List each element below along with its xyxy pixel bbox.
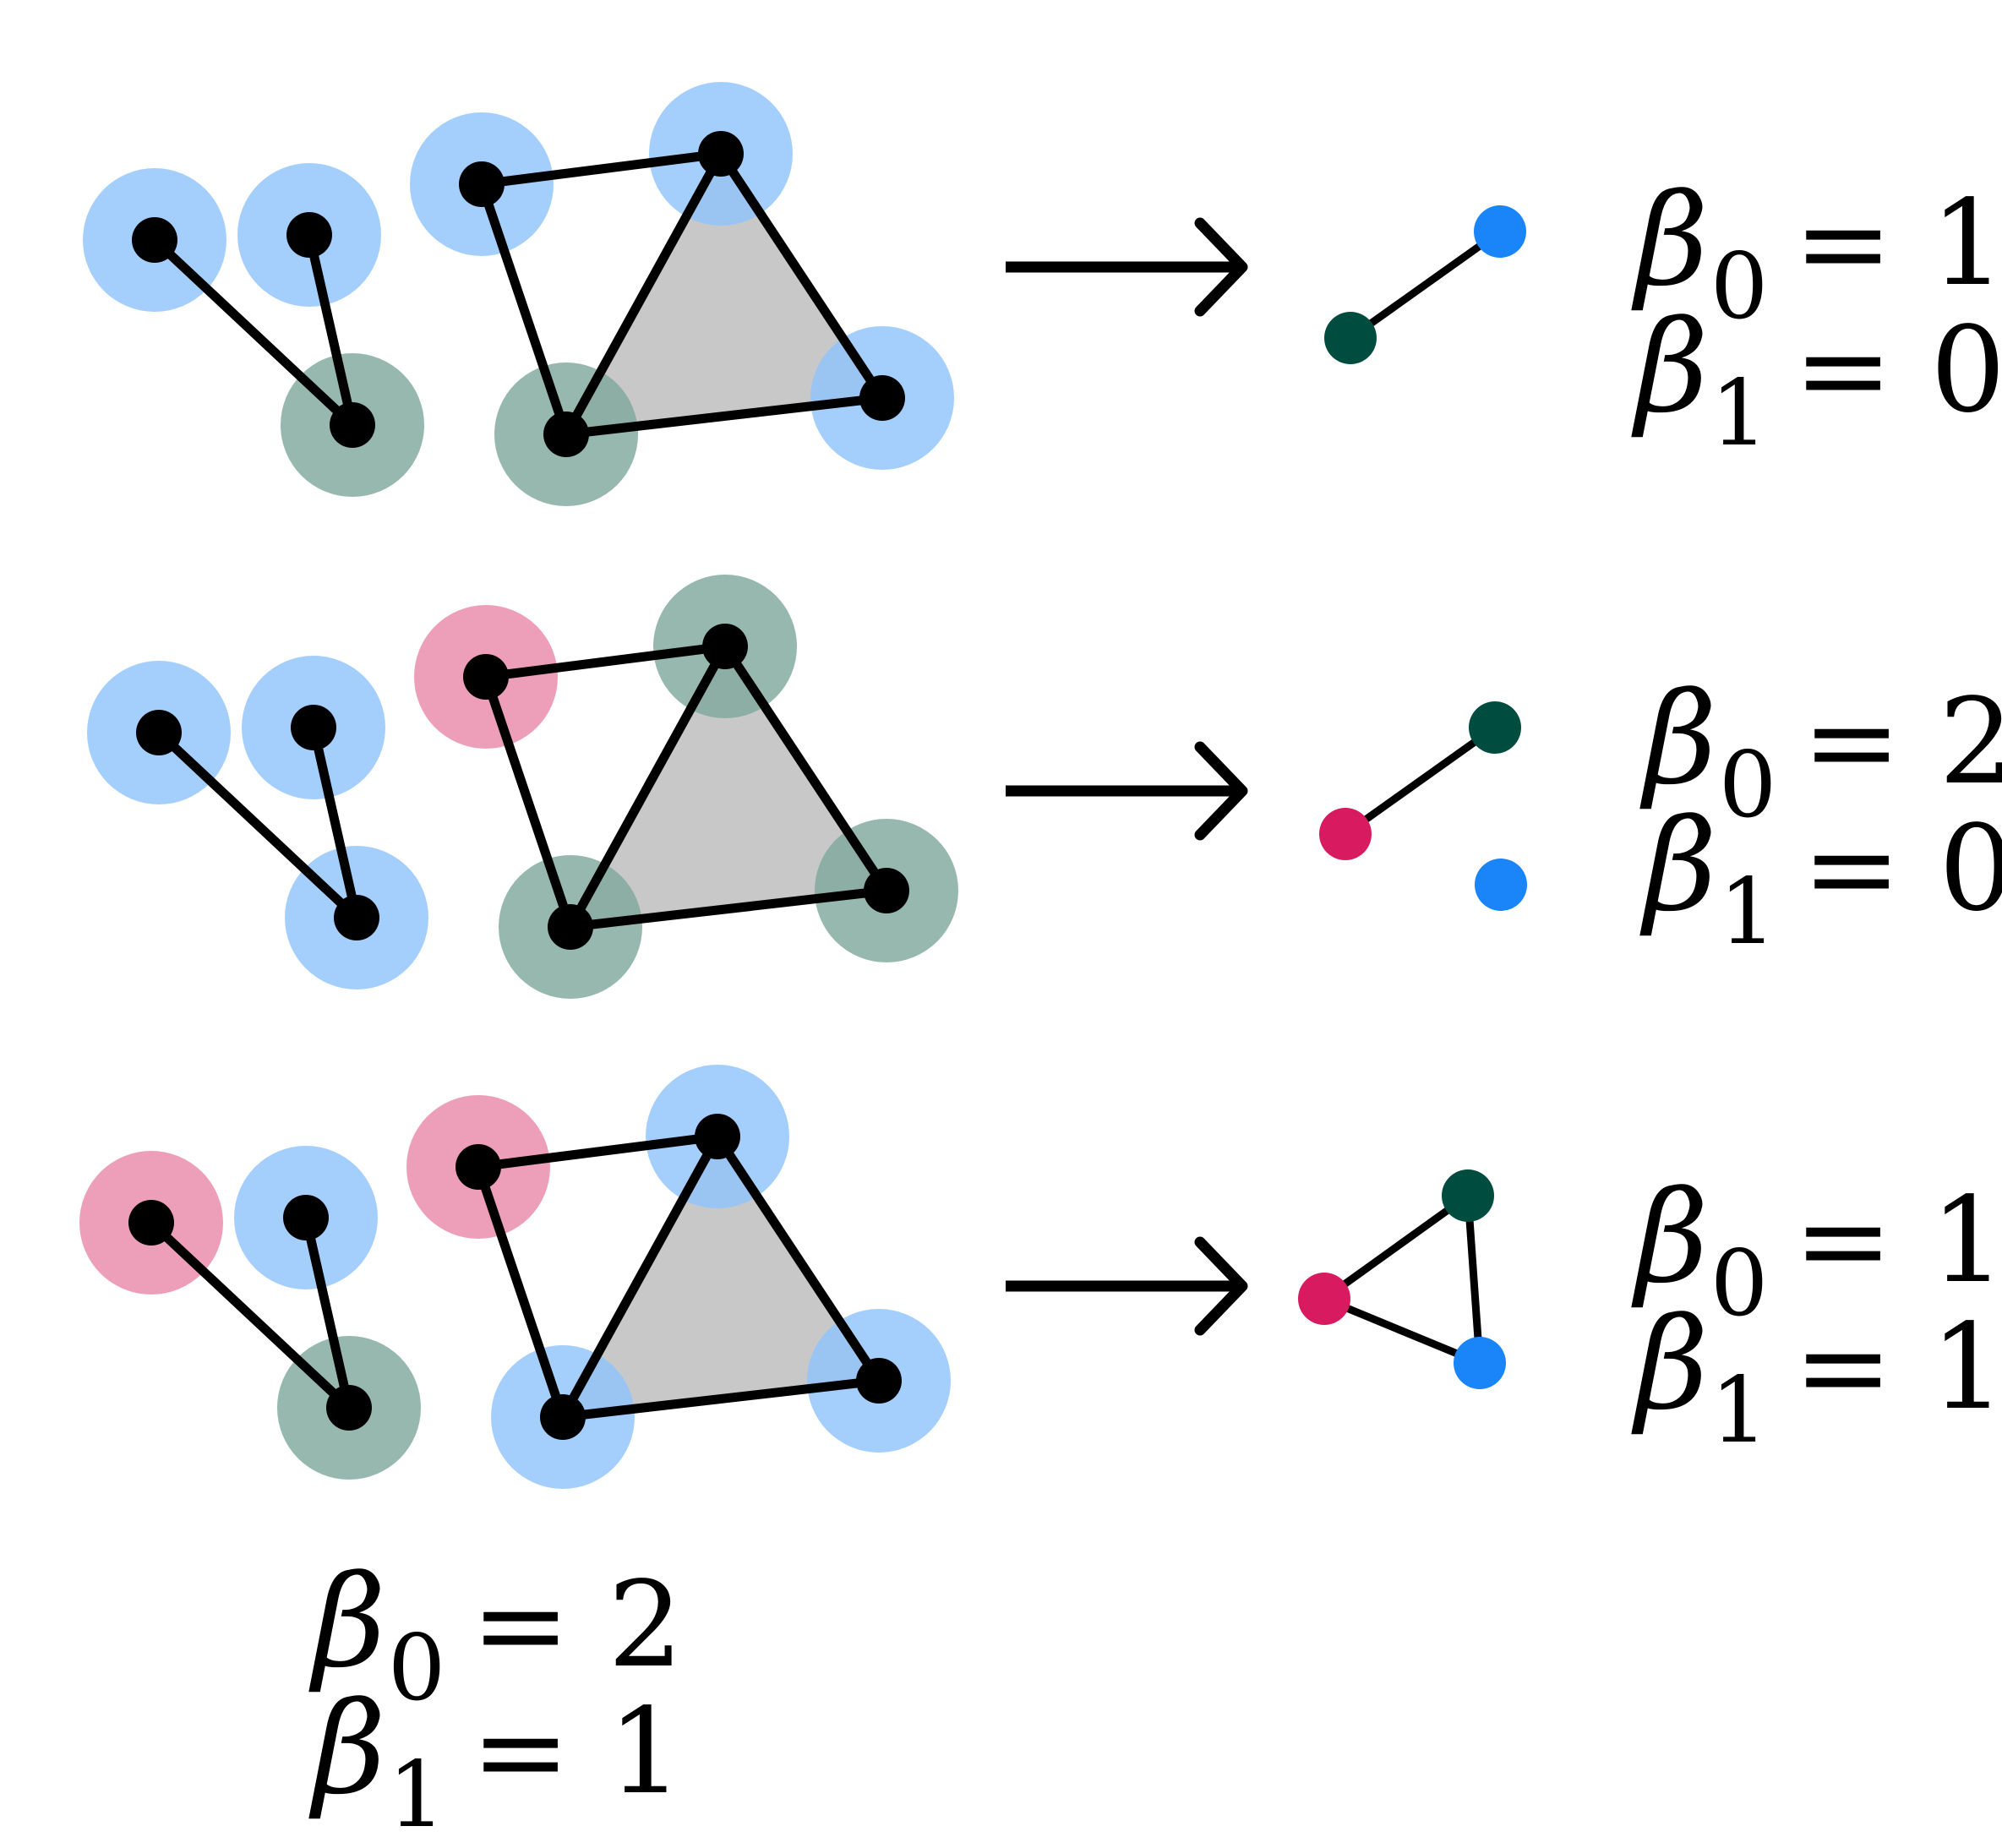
edge (565, 886, 892, 932)
result-dot-blue (1475, 859, 1527, 911)
complex-beta1: β1= 1 (313, 1676, 684, 1848)
vertex (856, 1358, 902, 1404)
edge (473, 1162, 568, 1422)
vertex (864, 868, 909, 913)
filled-triangle (570, 646, 886, 927)
edge (150, 235, 357, 430)
edge (561, 393, 887, 439)
edge (308, 722, 362, 923)
vertex (283, 1195, 329, 1240)
filled-triangle (566, 154, 882, 434)
result-edge (1343, 724, 1497, 837)
edge (565, 641, 730, 932)
arrow-head (1194, 741, 1248, 841)
vertex (543, 412, 589, 457)
vertex (540, 1394, 586, 1440)
arrow-head (1194, 217, 1248, 317)
row1-beta1: β1= 0 (1635, 294, 2002, 466)
result-graph-3 (1298, 1169, 1506, 1389)
result-edge (1322, 1192, 1470, 1302)
arrow-3 (1006, 1236, 1248, 1336)
edge (154, 728, 362, 923)
vertex (702, 624, 748, 669)
vertex (326, 1385, 372, 1431)
complex-row-3 (79, 1065, 951, 1489)
result-graph-1 (1324, 205, 1526, 364)
edge (477, 149, 726, 189)
vertex (330, 402, 375, 448)
result-edge (1323, 1295, 1481, 1367)
complex-row-1 (83, 82, 954, 506)
result-dot-green (1442, 1169, 1494, 1222)
vertex (548, 904, 593, 950)
edge (481, 672, 576, 932)
edge (712, 1131, 884, 1386)
complex-row-2 (87, 575, 958, 999)
result-dot-blue (1474, 205, 1526, 258)
edge (473, 1131, 723, 1172)
vertex (334, 895, 379, 940)
row1-betti-numbers: β0= 1 β1= 0 (1635, 167, 2002, 466)
result-dot-green (1469, 701, 1521, 754)
vertex (136, 710, 182, 755)
edge (301, 1213, 354, 1413)
result-edge (1348, 228, 1503, 341)
edge (558, 1131, 723, 1422)
filled-triangle (563, 1137, 879, 1417)
vertex (698, 131, 744, 177)
arrow-head (1194, 1236, 1248, 1336)
vertex (286, 212, 332, 258)
row2-beta0: β0= 2 (1644, 666, 2002, 838)
row2-betti-numbers: β0= 2 β1= 0 (1644, 666, 2002, 965)
result-graph-2 (1319, 701, 1527, 911)
complex-betti-numbers: β0= 2 β1= 1 (313, 1549, 684, 1848)
edge (558, 1376, 884, 1422)
row2-beta1: β1= 0 (1644, 793, 2002, 965)
result-dot-blue (1454, 1337, 1506, 1389)
result-dot-red (1319, 808, 1372, 860)
row3-beta1: β1= 1 (1635, 1291, 2002, 1464)
result-edge (1464, 1195, 1484, 1364)
vertex (291, 705, 336, 750)
arrow-1 (1006, 217, 1248, 317)
edge (481, 641, 730, 682)
row1-beta0: β0= 1 (1635, 167, 2002, 340)
vertex (128, 1200, 174, 1246)
edge (561, 149, 726, 439)
edge (477, 179, 571, 439)
row3-beta0: β0= 1 (1635, 1164, 2002, 1337)
vertex (859, 375, 905, 421)
edge (304, 230, 357, 430)
edge (720, 641, 892, 896)
vertex (463, 654, 509, 700)
result-dot-green (1324, 312, 1377, 364)
edge (716, 149, 887, 403)
edge (146, 1218, 354, 1413)
vertex (459, 161, 505, 207)
vertex (132, 217, 177, 263)
vertex (455, 1144, 501, 1190)
complex-beta0: β0= 2 (313, 1549, 684, 1721)
row3-betti-numbers: β0= 1 β1= 1 (1635, 1164, 2002, 1464)
result-dot-red (1298, 1273, 1350, 1325)
arrow-2 (1006, 741, 1248, 841)
vertex (695, 1114, 740, 1159)
